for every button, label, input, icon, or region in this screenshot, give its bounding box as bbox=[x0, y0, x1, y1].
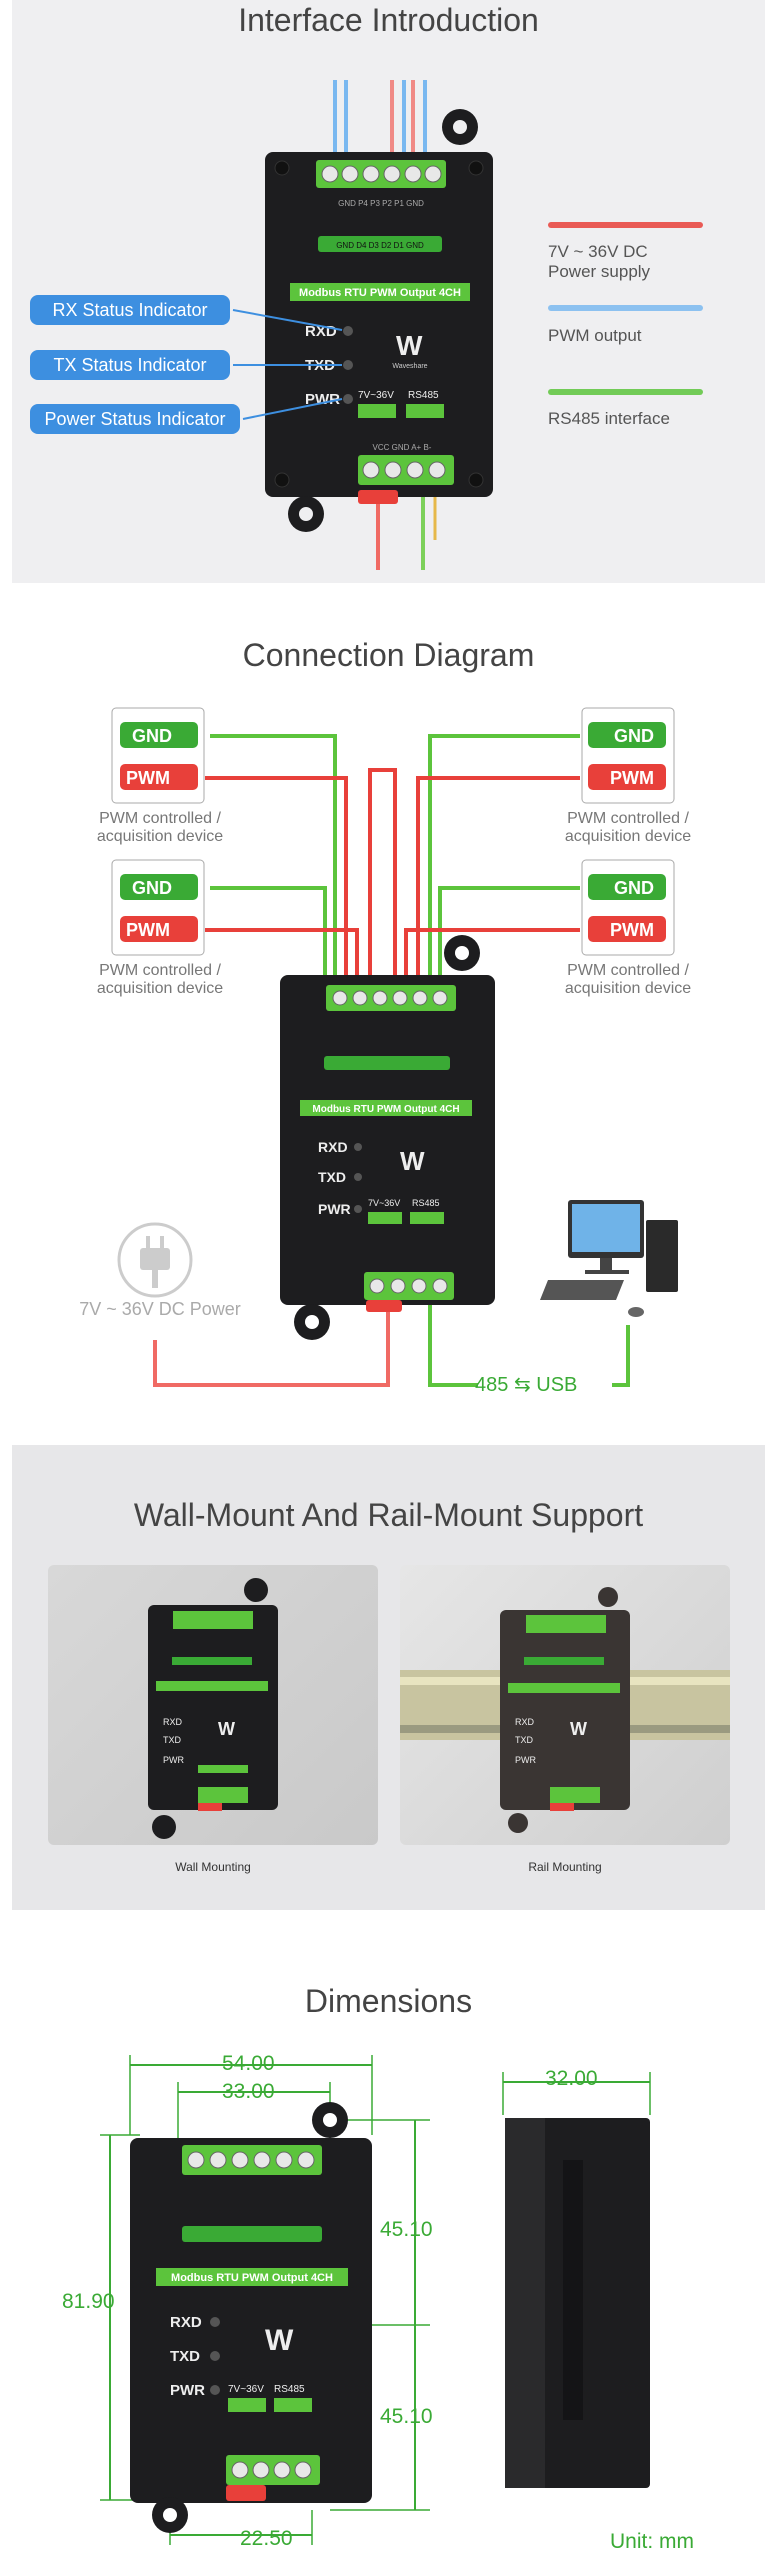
interface-title: Interface Introduction bbox=[238, 2, 539, 38]
right-device-2-label: PWM controlled /acquisition device bbox=[564, 962, 692, 997]
dim-width-pins: 33.00 bbox=[222, 2080, 275, 2103]
svg-text:TXD: TXD bbox=[163, 1735, 182, 1745]
interface-diagram: GND P4 P3 P2 P1 GND GND D4 D3 D2 D1 GND … bbox=[232, 80, 703, 570]
svg-text:PWM: PWM bbox=[610, 920, 654, 940]
left-device-2 bbox=[111, 859, 205, 956]
right-device-1 bbox=[581, 707, 675, 804]
connection-title: Connection Diagram bbox=[242, 637, 535, 673]
svg-text:PWR: PWR bbox=[515, 1755, 536, 1765]
svg-text:RS485: RS485 bbox=[274, 2384, 305, 2395]
dimensions-title: Dimensions bbox=[304, 1983, 473, 2019]
svg-text:TXD: TXD bbox=[318, 1169, 346, 1185]
wall-mount-caption: Wall Mounting bbox=[175, 1860, 251, 1874]
rail-mount-photo: RXD TXD PWR W bbox=[400, 1565, 730, 1845]
power-status-pill: Power Status Indicator bbox=[30, 404, 240, 434]
dim-height-total: 81.90 bbox=[62, 2290, 115, 2313]
svg-text:RS485: RS485 bbox=[408, 390, 439, 401]
svg-text:7V~36V: 7V~36V bbox=[228, 2384, 264, 2395]
rx-status-pill: RX Status Indicator bbox=[30, 295, 230, 325]
svg-text:PWM: PWM bbox=[126, 768, 170, 788]
svg-text:7V~36V: 7V~36V bbox=[358, 390, 394, 401]
svg-text:GND: GND bbox=[132, 878, 172, 898]
dim-bottom-offset: 22.50 bbox=[240, 2527, 293, 2550]
svg-text:W: W bbox=[400, 1146, 425, 1176]
txd-led bbox=[343, 360, 353, 370]
dimensions-drawing: Modbus RTU PWM Output 4CH RXD TXD PWR W … bbox=[100, 2055, 651, 2545]
device-name-banner bbox=[290, 283, 470, 301]
device-body-2 bbox=[280, 975, 495, 1305]
svg-text:RS485: RS485 bbox=[412, 1198, 440, 1208]
left-device-2-label: PWM controlled /acquisition device bbox=[96, 962, 224, 997]
svg-text:PWR: PWR bbox=[318, 1201, 351, 1217]
left-device-1 bbox=[111, 707, 205, 804]
svg-text:Modbus RTU PWM Output 4CH: Modbus RTU PWM Output 4CH bbox=[171, 2272, 333, 2284]
power-source-label: 7V ~ 36V DC Power bbox=[79, 1299, 241, 1319]
svg-text:GND: GND bbox=[132, 726, 172, 746]
bottom-terminal bbox=[358, 455, 454, 485]
svg-text:RXD: RXD bbox=[318, 1139, 348, 1155]
svg-text:Modbus RTU PWM Output 4CH: Modbus RTU PWM Output 4CH bbox=[312, 1104, 459, 1115]
legend-pwm-line bbox=[548, 305, 703, 311]
swap-arrows-icon: ⇆ bbox=[513, 1374, 537, 1396]
legend-rs485: RS485 interface bbox=[548, 409, 670, 428]
power-plug-icon bbox=[117, 1222, 193, 1298]
legend-power-line bbox=[548, 222, 703, 228]
svg-text:W: W bbox=[265, 2324, 294, 2357]
dim-width-total: 54.00 bbox=[222, 2052, 275, 2075]
rxd-led bbox=[343, 326, 353, 336]
right-device-1-label: PWM controlled /acquisition device bbox=[564, 810, 692, 845]
svg-text:W: W bbox=[218, 1719, 235, 1739]
svg-text:RXD: RXD bbox=[163, 1717, 183, 1727]
svg-text:RXD: RXD bbox=[515, 1717, 535, 1727]
waveshare-logo: W bbox=[396, 330, 423, 361]
unit-label: Unit: mm bbox=[610, 2530, 694, 2553]
svg-text:TXD: TXD bbox=[515, 1735, 534, 1745]
svg-text:GND D4 D3 D2 D1 GND: GND D4 D3 D2 D1 GND bbox=[336, 241, 424, 250]
device-name: Modbus RTU PWM Output 4CH bbox=[299, 287, 461, 299]
svg-text:TXD: TXD bbox=[170, 2348, 200, 2365]
dim-depth: 32.00 bbox=[545, 2067, 598, 2090]
legend-485-line bbox=[548, 389, 703, 395]
computer-icon bbox=[540, 1200, 678, 1317]
wall-mount-photo: RXD TXD PWR W bbox=[48, 1565, 378, 1845]
svg-text:RXD: RXD bbox=[170, 2314, 202, 2331]
right-device-2 bbox=[581, 859, 675, 956]
legend-power-line2: Power supply bbox=[548, 262, 651, 281]
connection-diagram: GND PWM GND PWM GND PWM GND PWM Modbus R… bbox=[111, 707, 678, 1387]
svg-text:7V~36V: 7V~36V bbox=[368, 1198, 400, 1208]
bottom-pin-labels: VCC GND A+ B- bbox=[373, 443, 432, 452]
left-device-1-label: PWM controlled /acquisition device bbox=[96, 810, 224, 845]
svg-text:PWR: PWR bbox=[163, 1755, 184, 1765]
legend-power-line1: 7V ~ 36V DC bbox=[548, 242, 648, 261]
tx-status-pill: TX Status Indicator bbox=[30, 350, 230, 380]
top-pin-labels: GND P4 P3 P2 P1 GND bbox=[338, 199, 424, 208]
svg-text:PWR: PWR bbox=[170, 2382, 205, 2399]
svg-text:GND: GND bbox=[614, 878, 654, 898]
dim-upper-half: 45.10 bbox=[380, 2218, 433, 2241]
dim-lower-half: 45.10 bbox=[380, 2405, 433, 2428]
brand-text: Waveshare bbox=[392, 363, 427, 370]
svg-text:PWM: PWM bbox=[126, 920, 170, 940]
pwr-led bbox=[343, 394, 353, 404]
power-plug bbox=[358, 490, 398, 504]
usb-link-label: 485 ⇆ USB bbox=[475, 1374, 578, 1396]
svg-text:PWM: PWM bbox=[610, 768, 654, 788]
svg-text:W: W bbox=[570, 1719, 587, 1739]
rail-mount-caption: Rail Mounting bbox=[528, 1860, 602, 1874]
mounting-title: Wall-Mount And Rail-Mount Support bbox=[133, 1497, 644, 1533]
led-row bbox=[318, 236, 442, 252]
legend-pwm: PWM output bbox=[548, 326, 642, 345]
svg-text:GND: GND bbox=[614, 726, 654, 746]
